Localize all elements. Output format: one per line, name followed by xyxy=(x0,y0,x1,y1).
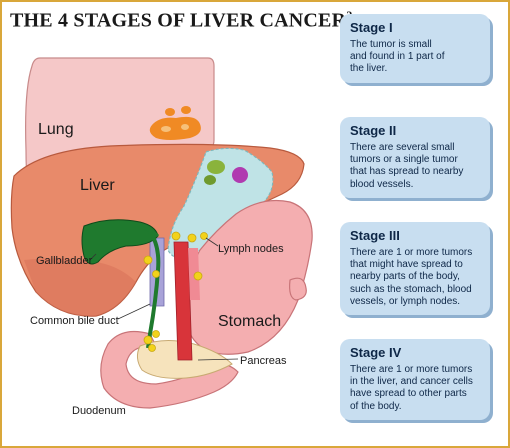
stage-description-line: blood vessels. xyxy=(350,178,414,190)
leader-common-bile-duct xyxy=(117,303,151,320)
title-text: THE 4 STAGES OF LIVER CANCER xyxy=(10,9,347,32)
stomach-extension xyxy=(289,277,307,301)
leader-lymph-nodes xyxy=(205,237,219,247)
stage-description-line: such as the stomach, blood xyxy=(350,283,472,295)
stage-description-line: tumors or a single tumor xyxy=(350,154,458,166)
lung-tumor-spot xyxy=(161,126,171,132)
stage-description-line: the liver. xyxy=(350,63,388,75)
label-pancreas: Pancreas xyxy=(240,355,287,367)
stage-description-line: The tumor is small xyxy=(350,39,432,50)
stage-heading: Stage III xyxy=(350,228,400,243)
label-lung: Lung xyxy=(38,121,74,138)
lung-tumor xyxy=(149,116,201,140)
lymph-node xyxy=(187,233,197,243)
lymph-node xyxy=(152,330,160,338)
label-duodenum: Duodenum xyxy=(72,405,126,417)
liver-tumor-green xyxy=(207,160,225,174)
leader-pancreas xyxy=(197,358,239,361)
stage-description-line: nearby parts of the body, xyxy=(350,271,460,283)
stage-heading: Stage I xyxy=(350,20,393,35)
lymph-node xyxy=(143,255,153,265)
stage-heading: Stage II xyxy=(350,123,397,138)
lung-tumor-spot xyxy=(165,108,175,116)
lymph-node xyxy=(171,231,181,241)
liver-anatomy-diagram: Lung Liver Gallbladder Lymph nodes Commo… xyxy=(10,57,313,417)
stage-description-line: that might have spread to xyxy=(350,259,463,271)
stage-description: There are 1 or more tumors that might ha… xyxy=(350,247,482,308)
stage-description: There are several small tumors or a sing… xyxy=(350,142,482,191)
stage-card-4: Stage IV There are 1 or more tumors in t… xyxy=(340,339,490,420)
stage-description-line: There are 1 or more tumors xyxy=(350,364,473,375)
lymph-node xyxy=(193,271,203,281)
label-stomach: Stomach xyxy=(218,313,281,330)
gallbladder-shape xyxy=(81,219,159,265)
lung-tumor-spot xyxy=(181,106,191,114)
hepatic-duct xyxy=(137,226,160,238)
stage-description-line: There are several small xyxy=(350,142,455,153)
stage-description-line: There are 1 or more tumors xyxy=(350,247,473,258)
liver-tumor-purple xyxy=(232,167,248,183)
stage-card-2: Stage II There are several small tumors … xyxy=(340,117,490,198)
leader-gallbladder xyxy=(89,253,97,261)
label-gallbladder: Gallbladder xyxy=(36,255,93,267)
common-bile-duct xyxy=(146,230,161,349)
liver-lower-shade xyxy=(24,258,136,317)
lymph-node xyxy=(200,232,208,240)
blood-vessel-pink xyxy=(188,248,200,300)
stage-card-1: Stage I The tumor is small and found in … xyxy=(340,14,490,83)
stage-description-line: that has spread to nearby xyxy=(350,166,464,178)
stage-description: The tumor is small and found in 1 part o… xyxy=(350,39,482,76)
stage-description-line: vessels, or lymph nodes. xyxy=(350,295,461,307)
stage-description-line: and found in 1 part of xyxy=(350,51,445,63)
stage-description-line: in the liver, and cancer cells xyxy=(350,376,473,388)
infographic-title: THE 4 STAGES OF LIVER CANCER2 xyxy=(10,8,352,33)
stage-description: There are 1 or more tumors in the liver,… xyxy=(350,364,482,413)
label-common-bile-duct: Common bile duct xyxy=(30,315,119,327)
duodenum-shape xyxy=(100,331,239,409)
stage-card-3: Stage III There are 1 or more tumors tha… xyxy=(340,222,490,316)
lymph-node xyxy=(148,344,156,352)
stage-description-line: have spread to other parts xyxy=(350,388,467,400)
liver-tumor-green xyxy=(204,175,216,185)
stage-description-line: of the body. xyxy=(350,400,402,412)
lymph-node xyxy=(143,335,153,345)
blood-vessel-red xyxy=(173,241,193,361)
lung-tumor-spot xyxy=(181,124,189,130)
stage-heading: Stage IV xyxy=(350,345,402,360)
label-lymph-nodes: Lymph nodes xyxy=(218,243,284,255)
label-liver: Liver xyxy=(80,177,115,194)
lymph-node xyxy=(152,270,160,278)
